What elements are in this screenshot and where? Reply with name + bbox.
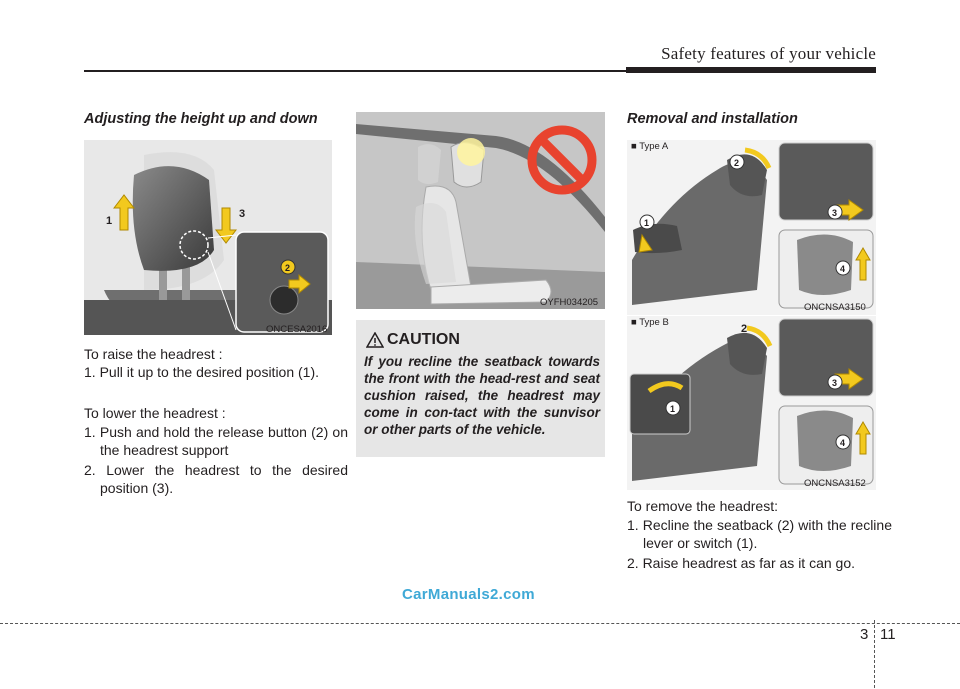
- label-4: 4: [840, 438, 845, 448]
- raise-intro: To raise the headrest :: [84, 346, 223, 362]
- figure-code: ONCNSA3152: [804, 478, 866, 489]
- chapter-number: 3: [860, 626, 869, 643]
- caution-box: CAUTION If you recline the seatback towa…: [356, 320, 605, 457]
- section-title-removal: Removal and installation: [627, 111, 798, 127]
- arrow-down-icon: [214, 207, 238, 244]
- page-header-title: Safety features of your vehicle: [661, 44, 876, 63]
- arrow-up-icon: [855, 421, 871, 455]
- header-rule-accent: [626, 67, 876, 73]
- seat-cushion: [430, 279, 552, 305]
- seat: [632, 162, 767, 305]
- watermark-link[interactable]: CarManuals2.com: [402, 586, 535, 603]
- figure-headrest-height: 1 3 2: [84, 140, 332, 335]
- headrest-height-illustration: 1 3 2: [84, 152, 332, 335]
- warning-triangle-icon: [366, 332, 384, 348]
- headrest: [132, 166, 214, 271]
- seat: [632, 340, 767, 481]
- arrow-right-icon: [288, 273, 311, 295]
- raise-step-1: 1. Pull it up to the desired position (1…: [84, 364, 320, 380]
- lower-step-2: 2. Lower the headrest to the desired pos…: [84, 462, 348, 496]
- figure-code: ONCESA2016: [266, 324, 328, 335]
- section-title-adjusting-height: Adjusting the height up and down: [84, 111, 318, 127]
- arrow-up-icon: [112, 194, 136, 231]
- label-2: 2: [734, 158, 739, 168]
- page-number: 11: [880, 626, 896, 643]
- removal-intro: To remove the headrest:: [627, 498, 778, 514]
- figure-type-b: 1 2 3 4: [627, 316, 876, 490]
- caution-title: CAUTION: [387, 331, 460, 348]
- header-rule: [84, 70, 876, 72]
- recline-warning-illustration: [356, 112, 605, 309]
- footer-rule: [0, 623, 960, 624]
- figure-code: OYFH034205: [540, 297, 599, 308]
- headrest: [727, 332, 767, 375]
- lower-step-1: 1. Push and hold the release button (2) …: [84, 424, 348, 458]
- detail-inset-release: [778, 318, 874, 397]
- arrow-up-icon: [855, 247, 871, 281]
- label-2: 2: [741, 323, 747, 335]
- label-3: 3: [239, 208, 245, 220]
- figure-recline-warning: [356, 112, 605, 309]
- lower-intro: To lower the headrest :: [84, 405, 226, 421]
- type-b-illustration: 1 2 3 4: [629, 318, 874, 485]
- type-a-illustration: 1 2 3 4: [632, 142, 874, 309]
- label-2: 2: [285, 263, 290, 273]
- label-1: 1: [670, 404, 675, 414]
- label-1: 1: [644, 218, 649, 228]
- figure-type-a: 1 2 3 4: [627, 140, 876, 315]
- label-3: 3: [832, 378, 837, 388]
- prohibition-icon: [527, 125, 597, 195]
- caution-text: If you recline the seatback towards the …: [364, 354, 600, 437]
- detail-inset: [235, 231, 329, 333]
- label-3: 3: [832, 208, 837, 218]
- removal-step-1: 1. Recline the seatback (2) with the rec…: [627, 517, 892, 551]
- type-b-label: ■ Type B: [631, 317, 669, 328]
- label-4: 4: [840, 264, 845, 274]
- footer-separator: [874, 620, 875, 688]
- type-a-label: ■ Type A: [631, 141, 669, 152]
- figure-code: ONCNSA3150: [804, 302, 866, 313]
- label-1: 1: [106, 215, 112, 227]
- removal-step-2: 2. Raise headrest as far as it can go.: [627, 555, 856, 571]
